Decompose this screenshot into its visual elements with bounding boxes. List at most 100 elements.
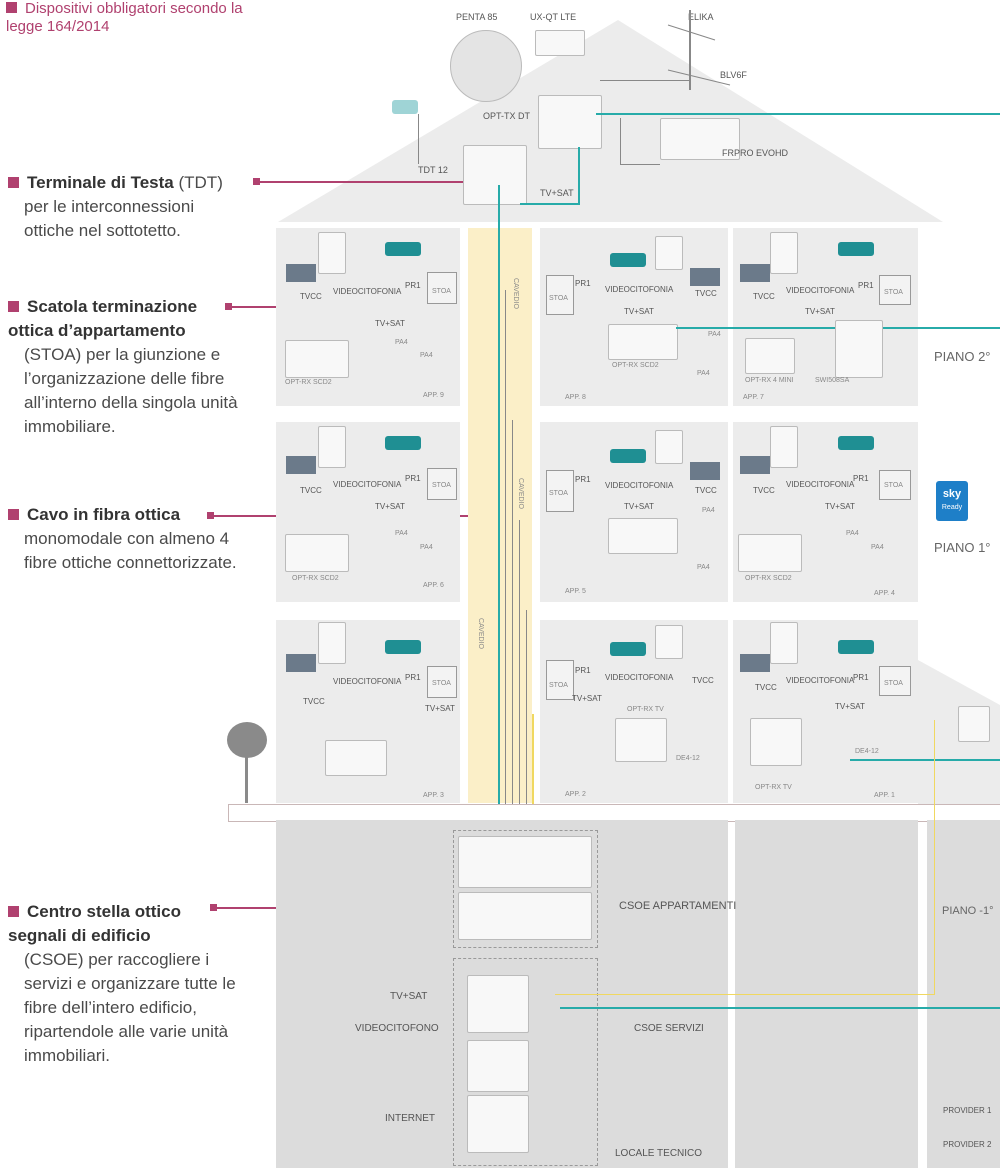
cavedio-label-3: CAVEDIO	[477, 618, 484, 649]
videocitofonia-label: VIDEOCITOFONIA	[605, 481, 674, 490]
tvcc-label: TVCC	[300, 292, 322, 301]
cavo-title: Cavo in fibra ottica	[27, 505, 181, 524]
optrx-label: OPT-RX TV	[627, 706, 664, 713]
floor-2-label: PIANO 2°	[934, 349, 991, 364]
intercom-icon	[318, 232, 346, 274]
optrx-device	[608, 324, 678, 360]
csoe-title: Centro stella ottico segnali di edificio	[8, 902, 181, 945]
tv-icon	[690, 268, 720, 286]
pa4-label: PA4	[395, 530, 408, 537]
tdt-title: Terminale di Testa	[27, 173, 174, 192]
intercom-icon	[958, 706, 990, 742]
optrx-label: OPT-RX SCD2	[745, 575, 792, 582]
frpro-label: FRPRO EVOHD	[722, 148, 789, 158]
videocitofonia-label: VIDEOCITOFONIA	[605, 673, 674, 682]
fibre-cable	[519, 520, 520, 845]
stoa-title: Scatola terminazione ottica d’appartamen…	[8, 297, 198, 340]
videocitofonia-label: VIDEOCITOFONIA	[605, 285, 674, 294]
tvcc-label: TVCC	[753, 292, 775, 301]
cable	[620, 118, 621, 164]
tvsat-cable	[520, 203, 580, 205]
pa4-label: PA4	[697, 564, 710, 571]
antenna-icon	[667, 10, 731, 90]
tdt-body: per le interconnessioni ottiche nel sott…	[24, 197, 195, 240]
pr1-label: PR1	[405, 281, 421, 290]
frpro-device	[660, 118, 740, 160]
intercom-cable	[934, 720, 935, 995]
tv-icon	[740, 456, 770, 474]
tvsat-label: TV+SAT	[624, 307, 654, 316]
pa4-label: PA4	[702, 507, 715, 514]
intercom-icon	[770, 426, 798, 468]
tv-icon	[286, 654, 316, 672]
csoe-body: (CSOE) per raccogliere i servizi e organ…	[24, 950, 236, 1065]
videocitofonia-label: VIDEOCITOFONIA	[333, 287, 402, 296]
stoa-label: STOA	[549, 682, 568, 689]
tvsat-label: TV+SAT	[375, 502, 405, 511]
tvsat-label: TV+SAT	[624, 502, 654, 511]
app-label: APP. 2	[565, 791, 586, 798]
stoa-box	[427, 272, 457, 304]
optrx-label: OPT-RX TV	[755, 784, 792, 791]
pr1-label: PR1	[858, 281, 874, 290]
tvsat-cable	[578, 147, 580, 205]
app-label: APP. 9	[423, 392, 444, 399]
tvsat-label: TV+SAT	[835, 702, 865, 711]
pa4-label: PA4	[708, 331, 721, 338]
annotation-tdt: Terminale di Testa (TDT) per le intercon…	[8, 171, 243, 243]
provider1-label: PROVIDER 1	[943, 1106, 992, 1115]
bullet-square-icon	[8, 509, 19, 520]
swi-label: SWI508SA	[815, 377, 850, 384]
pa4-label: PA4	[395, 339, 408, 346]
annotation-csoe: Centro stella ottico segnali di edificio…	[8, 900, 243, 1068]
de412-label: DE4-12	[676, 755, 700, 762]
tdt12-label: TDT 12	[418, 165, 448, 175]
router-icon	[838, 640, 874, 654]
optrx-device	[608, 518, 678, 554]
internet-service-label: INTERNET	[385, 1113, 435, 1124]
tdt-device	[463, 145, 527, 205]
uxqt-label: UX-QT LTE	[530, 12, 577, 22]
app-label: APP. 7	[743, 394, 764, 401]
tvsat-label: TV+SAT	[375, 319, 405, 328]
cavedio-label-1: CAVEDIO	[512, 278, 519, 309]
optrx-device	[738, 534, 802, 572]
pr1-label: PR1	[405, 474, 421, 483]
pr1-label: PR1	[853, 673, 869, 682]
pa4-label: PA4	[420, 544, 433, 551]
app-label: APP. 4	[874, 590, 895, 597]
pr1-label: PR1	[575, 279, 591, 288]
optrx-label: OPT-RX SCD2	[292, 575, 339, 582]
intercom-icon	[655, 625, 683, 659]
tv-icon	[740, 654, 770, 672]
stoa-box	[879, 470, 911, 500]
room-app6	[276, 422, 460, 602]
tvcc-label: TVCC	[755, 683, 777, 692]
cable	[418, 114, 419, 164]
csoe-panel	[458, 836, 592, 888]
provider2-label: PROVIDER 2	[943, 1140, 992, 1149]
pr1-label: PR1	[575, 475, 591, 484]
legend: Dispositivi obbligatori secondo la legge…	[6, 0, 276, 36]
fibre-cable	[526, 610, 527, 845]
tv-icon	[286, 456, 316, 474]
sky-ready-badge: sky Ready	[936, 481, 968, 521]
penta-label: PENTA 85	[456, 12, 498, 22]
intercom-icon	[655, 236, 683, 270]
annotation-cavo: Cavo in fibra ottica monomodale con alme…	[8, 503, 243, 575]
router-icon	[610, 642, 646, 656]
pa4-label: PA4	[846, 530, 859, 537]
tv-icon	[690, 462, 720, 480]
tvsat-label: TV+SAT	[425, 704, 455, 713]
intercom-cable	[555, 994, 935, 995]
app-label: APP. 1	[874, 792, 895, 799]
csoe-app-box	[453, 830, 598, 948]
bullet-square-icon	[8, 301, 19, 312]
app-label: APP. 5	[565, 588, 586, 595]
legend-square-icon	[6, 2, 17, 13]
intercom-cable	[532, 714, 534, 845]
optrx-device	[325, 740, 387, 776]
room-app4	[733, 422, 918, 602]
csoe-panel	[458, 892, 592, 940]
stoa-box	[879, 275, 911, 305]
